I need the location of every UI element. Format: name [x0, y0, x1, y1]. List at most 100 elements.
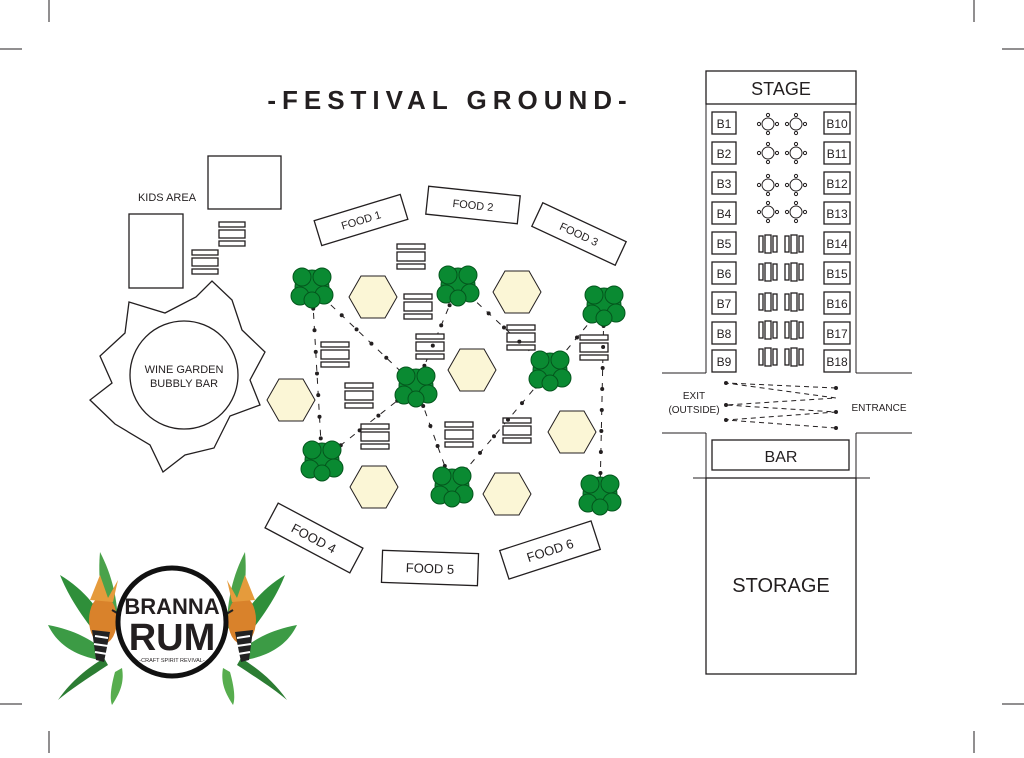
booth: B5: [711, 231, 737, 255]
booth-label: B7: [717, 297, 732, 311]
booth-label: B2: [717, 147, 732, 161]
booth: B1: [711, 111, 737, 135]
booth-label: B14: [826, 237, 848, 251]
bench-tables: [758, 234, 804, 367]
queue-bead: [834, 386, 838, 390]
booth-label: B5: [717, 237, 732, 251]
entrance-queue: [724, 381, 838, 430]
food-stall-2-label: FOOD 2: [452, 198, 494, 214]
booth-label: B11: [827, 147, 848, 161]
queue-bead: [724, 418, 728, 422]
light-bead: [520, 401, 524, 406]
light-bead: [339, 313, 344, 318]
booth: B10: [823, 111, 851, 135]
cocktail-table: [784, 173, 808, 197]
map-title: -FESTIVAL GROUND-: [267, 85, 632, 115]
bar-label: BAR: [765, 449, 798, 466]
booth: B13: [823, 201, 851, 225]
hexagon: [482, 472, 532, 516]
picnic-tables: [191, 221, 609, 450]
booth: B4: [711, 201, 737, 225]
light-bead: [428, 424, 433, 428]
bench-table: [784, 292, 804, 312]
exit-label: EXIT: [683, 391, 705, 402]
bench-table: [758, 320, 778, 340]
booth: B16: [823, 291, 851, 315]
hoopoe-bird-right-icon: [212, 575, 256, 662]
cocktail-table: [756, 200, 780, 224]
stage-hall: STAGE: [705, 70, 857, 373]
bench-table: [784, 347, 804, 367]
booth: B17: [823, 321, 851, 345]
booth: B7: [711, 291, 737, 315]
light-bead: [599, 408, 604, 412]
hexagon: [547, 410, 597, 454]
bench-table: [758, 234, 778, 254]
light-bead: [369, 341, 374, 346]
light-bead: [312, 328, 317, 333]
queue-bead: [834, 426, 838, 430]
hexagon: [349, 465, 399, 509]
logo-brand-line1: BRANNA: [124, 594, 219, 619]
stage-label: STAGE: [751, 79, 811, 99]
logo-ring: [115, 565, 229, 679]
booth: B18: [823, 349, 851, 373]
light-bead: [506, 417, 510, 422]
light-bead: [313, 349, 318, 354]
light-bead: [384, 355, 389, 360]
booth: B11: [823, 141, 851, 165]
tree-icon: [578, 474, 622, 516]
picnic-table: [506, 324, 536, 351]
light-bead: [421, 404, 426, 408]
booth: B6: [711, 261, 737, 285]
booths-left: B1 B2 B3 B4 B5 B6 B7 B8 B9: [711, 111, 737, 373]
light-bead: [354, 327, 359, 332]
light-bead: [439, 323, 444, 328]
booth-label: B6: [717, 267, 732, 281]
light-bead: [447, 303, 452, 308]
light-bead: [317, 414, 322, 419]
light-bead: [435, 444, 440, 448]
cocktail-table: [784, 200, 808, 224]
booth-label: B12: [826, 177, 848, 191]
booth-label: B18: [826, 355, 848, 369]
picnic-table: [403, 293, 433, 320]
string-lights: [311, 284, 605, 495]
light-bead: [598, 471, 603, 475]
storage: [705, 477, 857, 675]
light-bead: [478, 450, 482, 455]
logo-tagline: -CRAFT SPIRIT REVIVAL-: [139, 658, 205, 664]
wine-garden-label: WINE GARDEN: [145, 364, 224, 376]
hexagon: [348, 275, 398, 319]
light-bead: [357, 428, 362, 433]
booth: B8: [711, 321, 737, 345]
wine-garden-circle: [129, 320, 239, 430]
branna-rum-logo: BRANNA RUM -CRAFT SPIRIT REVIVAL-: [48, 552, 297, 705]
tree-icon: [436, 265, 480, 307]
kids-area-box-top: [207, 155, 282, 210]
hexagon: [266, 378, 316, 422]
light-bead: [486, 311, 491, 316]
kids-area-label: KIDS AREA: [138, 192, 197, 204]
booth: B15: [823, 261, 851, 285]
entrance-label: ENTRANCE: [851, 403, 906, 414]
picnic-table: [218, 221, 246, 247]
kids-area-box-left: [128, 213, 184, 289]
light-bead: [318, 436, 323, 441]
booth: B3: [711, 171, 737, 195]
food-stall-5-label: FOOD 5: [406, 560, 455, 577]
booth-label: B17: [826, 327, 848, 341]
cocktail-table: [784, 141, 808, 165]
food-stall-5: FOOD 5: [380, 549, 480, 587]
booth-label: B10: [826, 117, 848, 131]
light-bead: [430, 343, 435, 348]
light-bead: [376, 413, 381, 418]
tree-icon: [394, 366, 438, 408]
light-bead: [598, 450, 603, 454]
trees: [290, 265, 626, 516]
booth-label: B9: [717, 355, 732, 369]
bench-table: [758, 292, 778, 312]
storage-label: STORAGE: [732, 575, 829, 597]
logo-brand-line2: RUM: [129, 617, 216, 659]
